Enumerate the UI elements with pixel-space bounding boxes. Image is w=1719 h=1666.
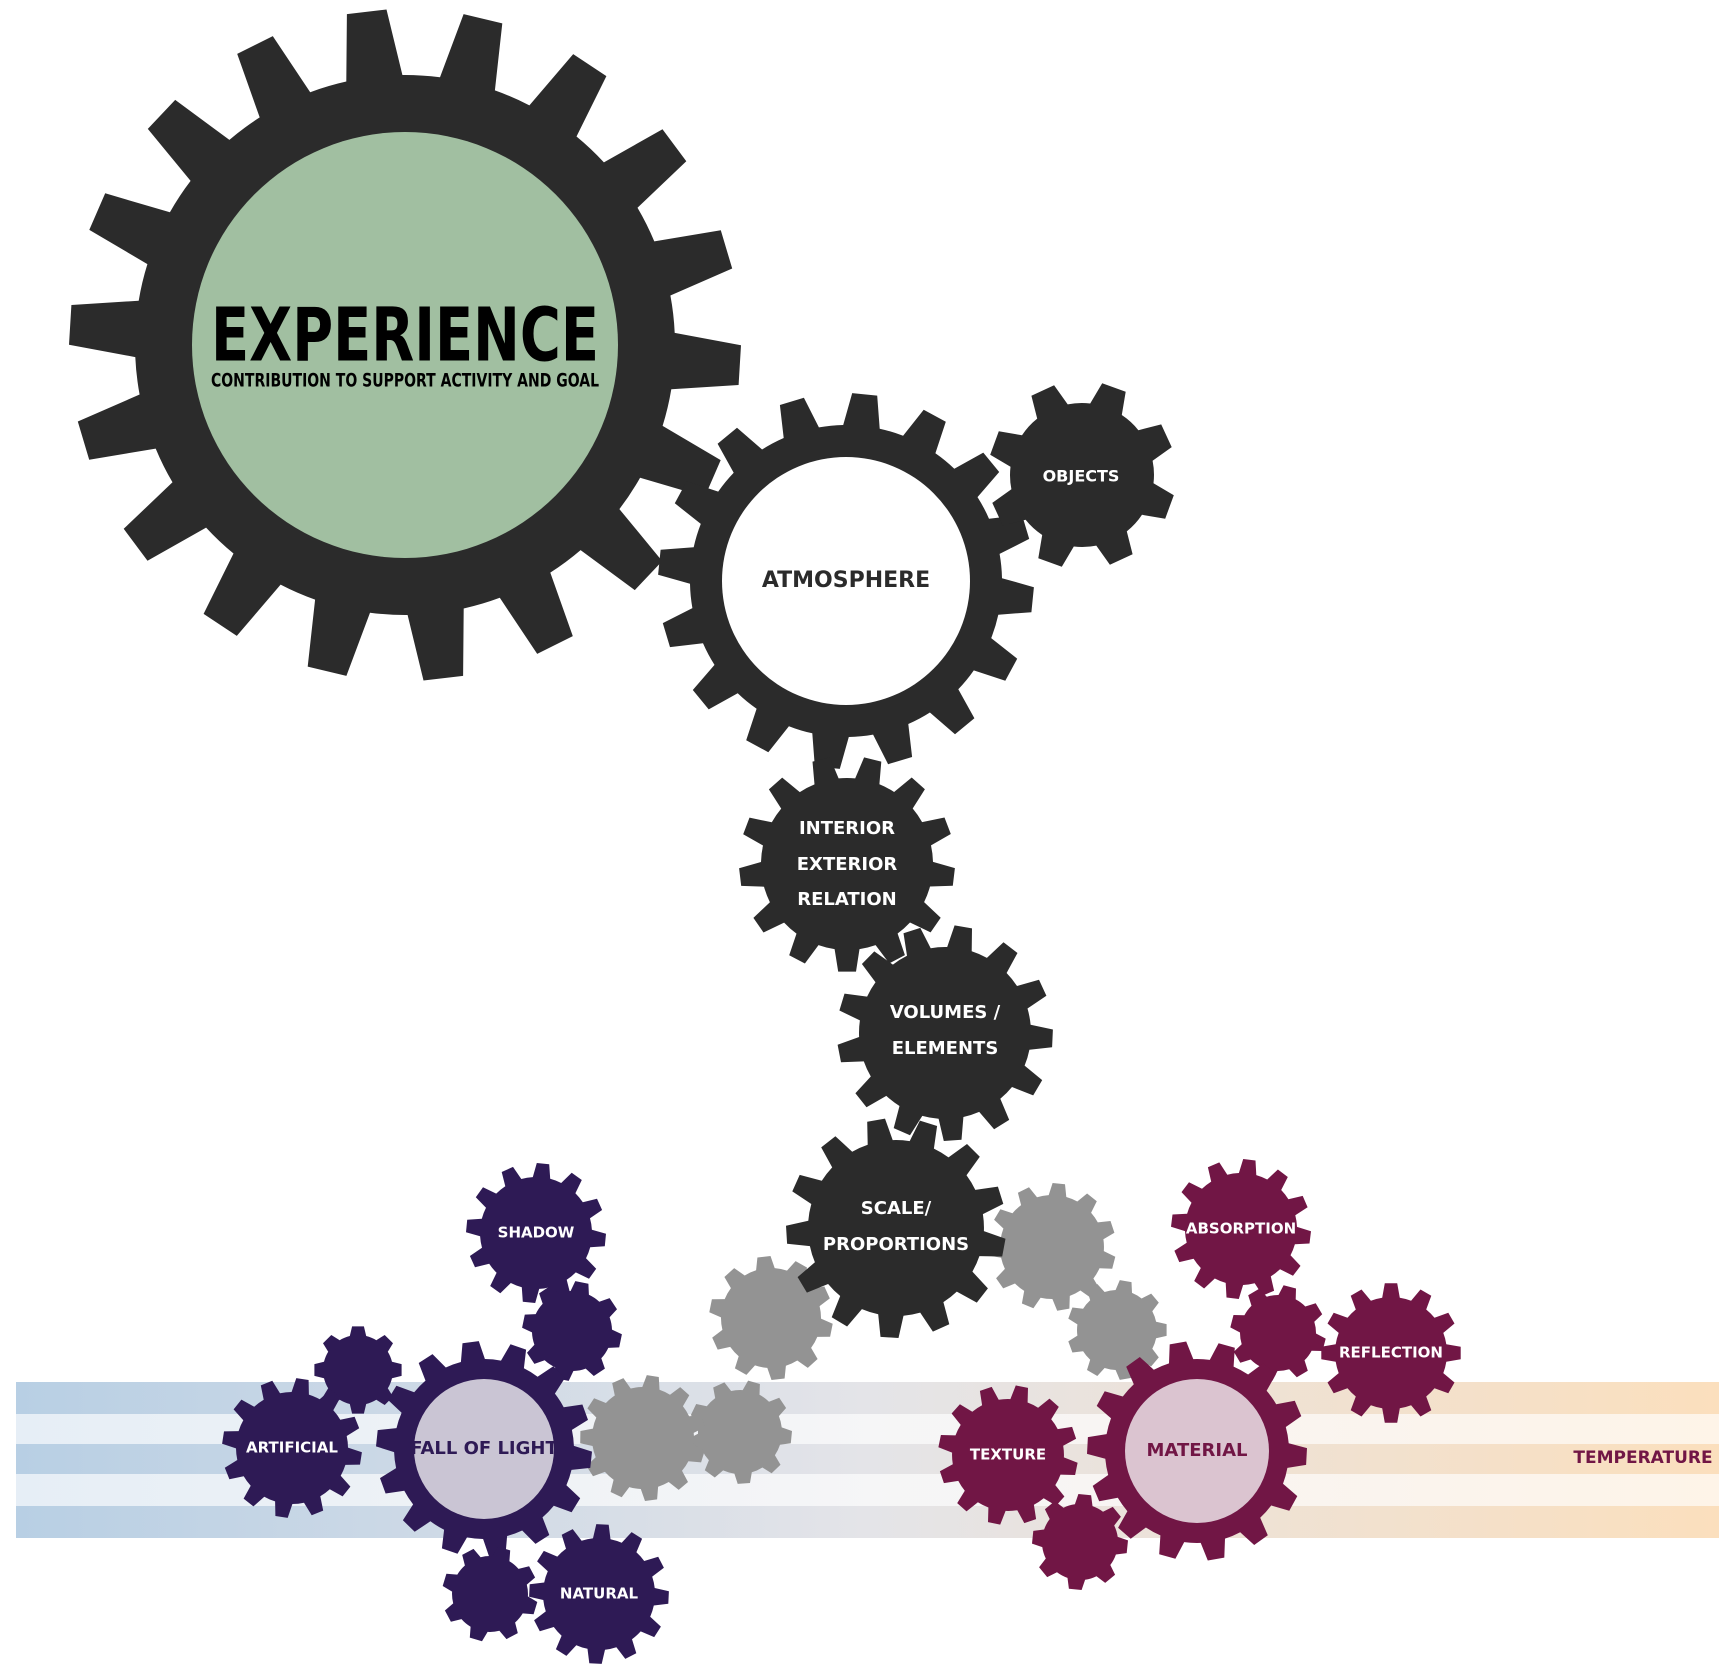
small-purple-gear-2 [314,1326,402,1414]
artificial-label: ARTIFICIAL [246,1439,338,1457]
material-gear [1087,1341,1307,1561]
reflection-gear [1321,1283,1461,1423]
gray-gear-1 [709,1256,833,1380]
volumes-label-line2: ELEMENTS [892,1038,999,1059]
scale-gear [786,1118,1006,1338]
shadow-label: SHADOW [498,1224,575,1242]
absorption-gear [1171,1159,1311,1299]
objects-gear [990,383,1174,567]
natural-gear [529,1524,669,1664]
texture-label: TEXTURE [970,1446,1046,1464]
interior-label-line1: INTERIOR [799,818,895,839]
temperature-label: TEMPERATURE [1573,1448,1712,1468]
interior-label-line3: RELATION [797,889,897,910]
small-magenta-gear-2 [1032,1494,1128,1590]
volumes-label-line1: VOLUMES / [890,1002,1001,1023]
natural-label: NATURAL [560,1585,639,1603]
scale-label-line1: SCALE/ [861,1198,932,1219]
experience-gear [69,9,741,681]
scale-label-line2: PROPORTIONS [823,1234,969,1255]
fall-of-light-label: FALL OF LIGHT [410,1438,558,1459]
gray-gear-2 [688,1380,792,1484]
fall-of-light-gear [376,1341,592,1557]
atmosphere-gear [658,393,1034,769]
interior-gear [739,757,955,972]
gray-gear-4 [988,1183,1116,1311]
small-purple-gear-3 [442,1546,538,1642]
artificial-gear [222,1378,362,1518]
gears-layer [69,9,1461,1664]
volumes-gear [837,925,1053,1141]
absorption-label: ABSORPTION [1186,1220,1296,1238]
texture-gear [938,1385,1078,1525]
small-purple-gear-1 [522,1281,622,1381]
temperature-band [16,1382,1719,1538]
objects-label: OBJECTS [1043,467,1120,486]
small-magenta-gear-1 [1230,1285,1326,1381]
shadow-gear [466,1163,606,1303]
interior-label-line2: EXTERIOR [797,854,898,875]
reflection-label: REFLECTION [1339,1344,1443,1362]
experience-subtitle: CONTRIBUTION TO SUPPORT ACTIVITY AND GOA… [211,370,599,392]
gray-gear-3 [580,1375,705,1501]
labels: EXPERIENCE CONTRIBUTION TO SUPPORT ACTIV… [211,293,1713,1603]
experience-title: EXPERIENCE [211,293,599,379]
material-label: MATERIAL [1147,1440,1248,1461]
gray-gear-5 [1068,1280,1167,1380]
atmosphere-label: ATMOSPHERE [762,568,930,593]
